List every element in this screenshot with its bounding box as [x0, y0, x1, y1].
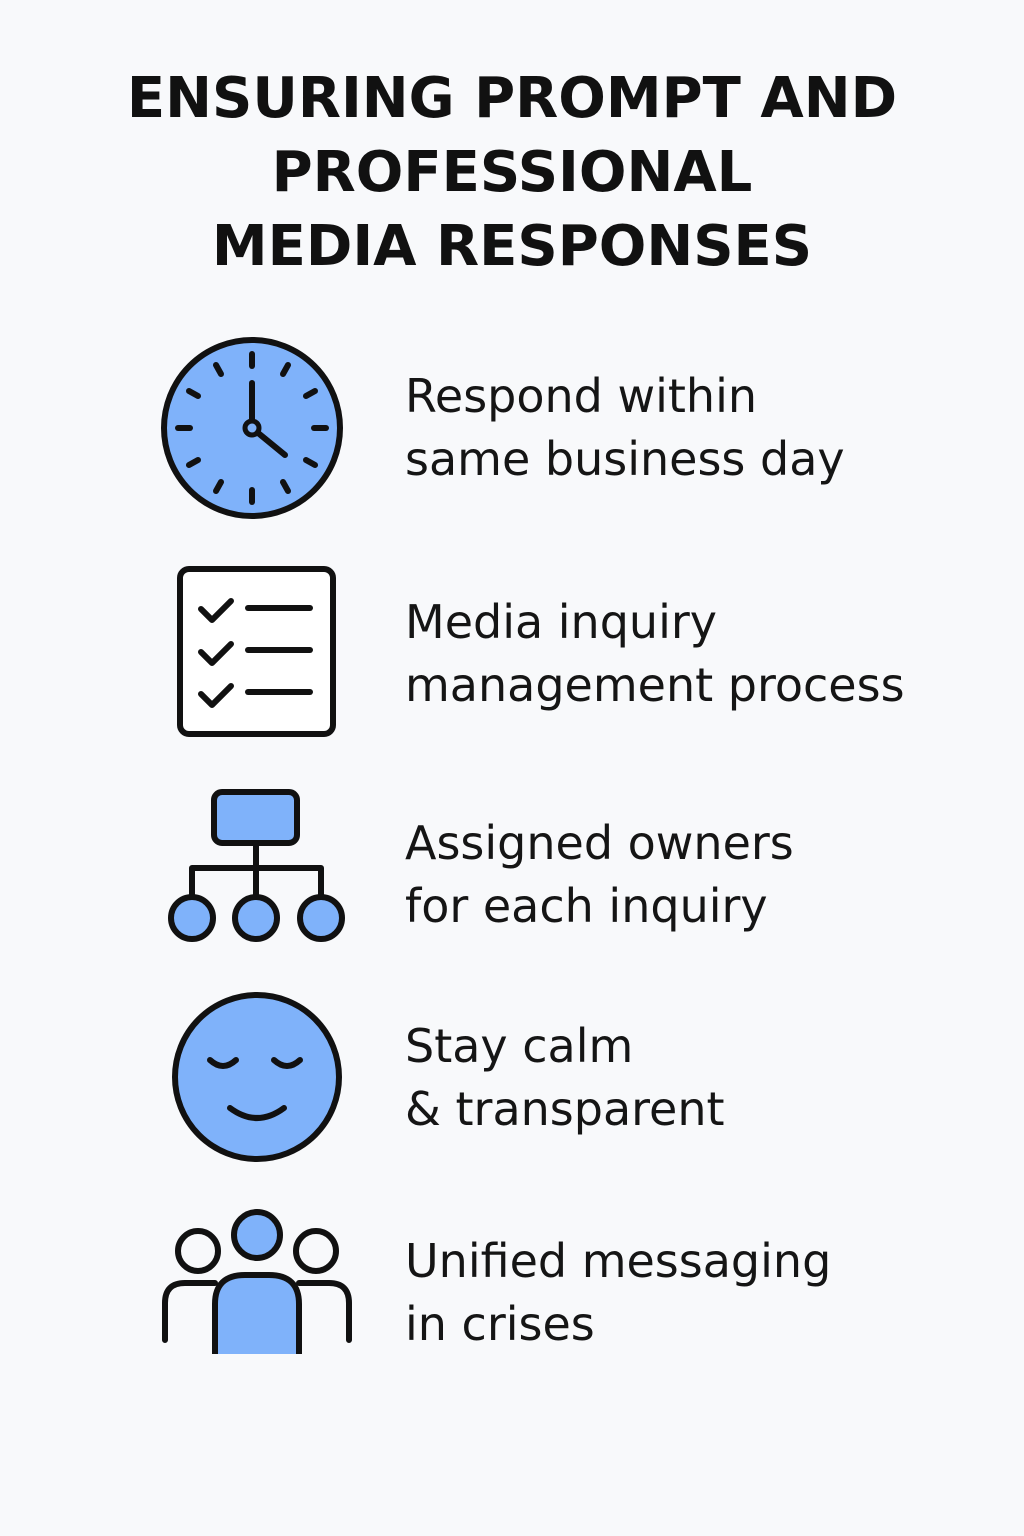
list-item-owners: Assigned owners for each inquiry	[0, 785, 1024, 945]
item-label: Respond within same business day	[405, 365, 845, 491]
item-label-line: Respond within	[405, 369, 758, 423]
item-label-line: Media inquiry	[405, 595, 717, 649]
page-title: ENSURING PROMPT AND PROFESSIONAL MEDIA R…	[0, 62, 1024, 284]
item-label: Assigned owners for each inquiry	[405, 812, 794, 938]
title-line-1: ENSURING PROMPT AND	[126, 66, 898, 131]
item-label: Media inquiry management process	[405, 591, 905, 717]
item-label: Stay calm & transparent	[405, 1015, 725, 1141]
title-line-2: PROFESSIONAL	[271, 140, 753, 205]
list-item-respond: Respond within same business day	[0, 335, 1024, 525]
item-label-line: for each inquiry	[405, 879, 768, 933]
item-label-line: & transparent	[405, 1082, 725, 1136]
title-line-3: MEDIA RESPONSES	[211, 214, 813, 279]
list-item-calm: Stay calm & transparent	[0, 990, 1024, 1165]
item-label-line: Unified messaging	[405, 1234, 832, 1288]
checklist-icon	[177, 566, 336, 737]
item-label-line: management process	[405, 658, 905, 712]
group-icon	[162, 1209, 352, 1354]
item-label-line: same business day	[405, 432, 845, 486]
item-label-line: Assigned owners	[405, 816, 794, 870]
clock-icon	[161, 337, 343, 519]
list-item-process: Media inquiry management process	[0, 563, 1024, 738]
org-chart-icon	[168, 789, 345, 942]
calm-face-icon	[172, 992, 342, 1162]
item-label-line: in crises	[405, 1297, 595, 1351]
item-label-line: Stay calm	[405, 1019, 634, 1073]
list-item-messaging: Unified messaging in crises	[0, 1205, 1024, 1365]
item-label: Unified messaging in crises	[405, 1230, 831, 1356]
